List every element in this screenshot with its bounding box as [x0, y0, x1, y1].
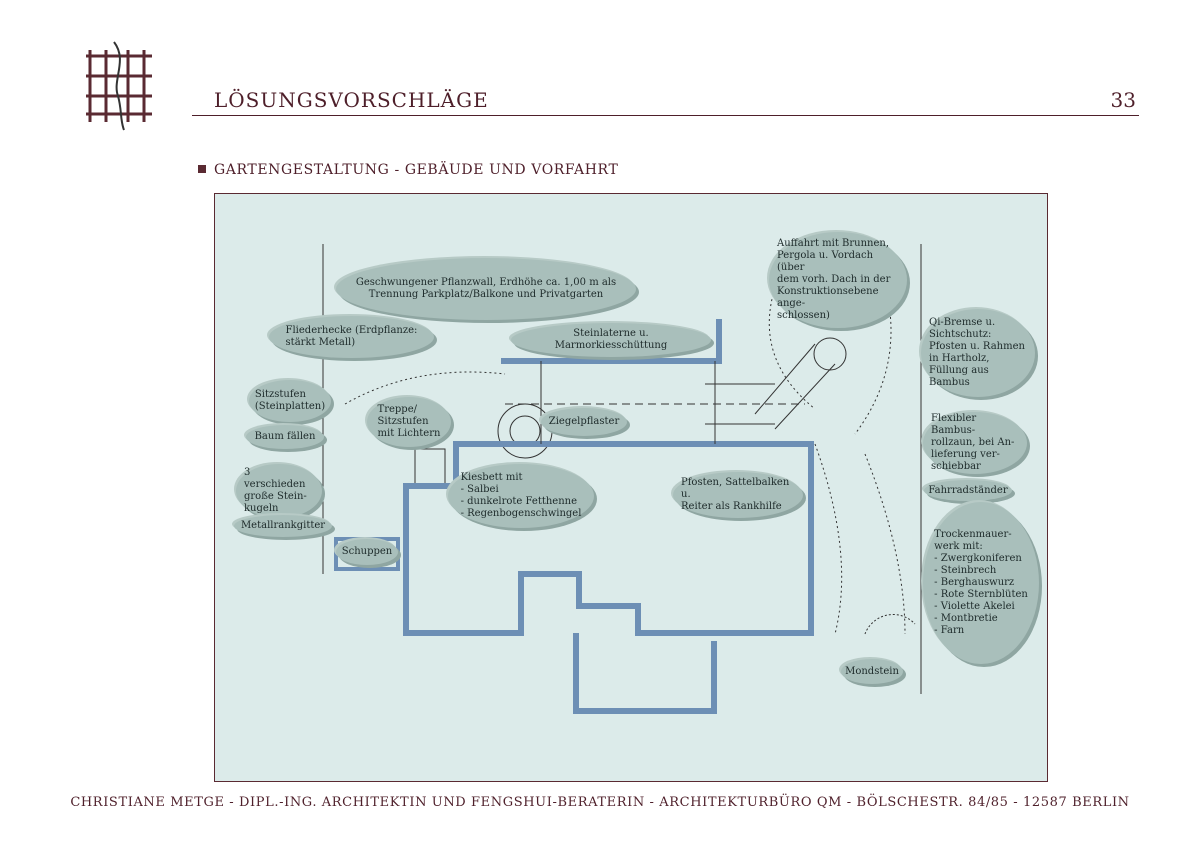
- paving-circle: [497, 403, 553, 459]
- label-ziegelpflaster: Ziegelpflaster: [541, 408, 627, 436]
- bullet-icon: [198, 165, 206, 173]
- label-fahrradstaender: Fahrradständer: [924, 480, 1012, 501]
- label-qi-bremse: Qi-Bremse u. Sichtschutz: Pfosten u. Rah…: [921, 309, 1035, 397]
- page-number: 33: [1110, 88, 1136, 112]
- garden-plan: Geschwungener Pflanzwall, Erdhöhe ca. 1,…: [214, 193, 1048, 782]
- fountain: [813, 337, 847, 371]
- label-mondstein: Mondstein: [841, 659, 903, 684]
- label-steinlaterne: Steinlaterne u. Marmorkiesschüttung: [511, 323, 711, 357]
- label-pfosten: Pfosten, Sattelbalken u. Reiter als Rank…: [673, 472, 803, 518]
- label-baum-faellen: Baum fällen: [246, 425, 324, 449]
- label-steinkugeln: 3 verschieden große Stein- kugeln: [236, 464, 322, 518]
- logo-icon: [86, 41, 152, 131]
- section-title: GARTENGESTALTUNG - GEBÄUDE UND VORFAHRT: [214, 162, 619, 178]
- header-divider: [192, 115, 1139, 116]
- label-bambusrollzaun: Flexibler Bambus- rollzaun, bei An- lief…: [923, 412, 1027, 474]
- path-curve: [814, 443, 843, 635]
- label-pflanzwall: Geschwungener Pflanzwall, Erdhöhe ca. 1,…: [336, 258, 636, 320]
- moonstone-arc: [864, 614, 916, 635]
- label-schuppen: Schuppen: [336, 539, 398, 565]
- page-title: LÖSUNGSVORSCHLÄGE: [214, 88, 489, 112]
- stairs: [414, 448, 446, 485]
- pergola: [754, 343, 816, 415]
- section-heading: GARTENGESTALTUNG - GEBÄUDE UND VORFAHRT: [198, 162, 618, 178]
- label-fliederhecke: Fliederhecke (Erdpflanze: stärkt Metall): [269, 316, 434, 358]
- label-auffahrt: Auffahrt mit Brunnen, Pergola u. Vordach…: [769, 232, 907, 328]
- footer-address: CHRISTIANE METGE - DIPL.-ING. ARCHITEKTI…: [70, 795, 1130, 810]
- path-curve: [864, 453, 906, 635]
- label-treppe: Treppe/ Sitzstufen mit Lichtern: [367, 397, 451, 447]
- label-kiesbett: Kiesbett mit - Salbei - dunkelrote Fetth…: [448, 464, 594, 528]
- label-metallrankgitter: Metallrankgitter: [234, 515, 332, 537]
- label-sitzstufen: Sitzstufen (Steinplatten): [249, 380, 331, 422]
- path-curve: [344, 371, 506, 405]
- label-trockenmauerwerk: Trockenmauer- werk mit: - Zwergkoniferen…: [923, 502, 1039, 664]
